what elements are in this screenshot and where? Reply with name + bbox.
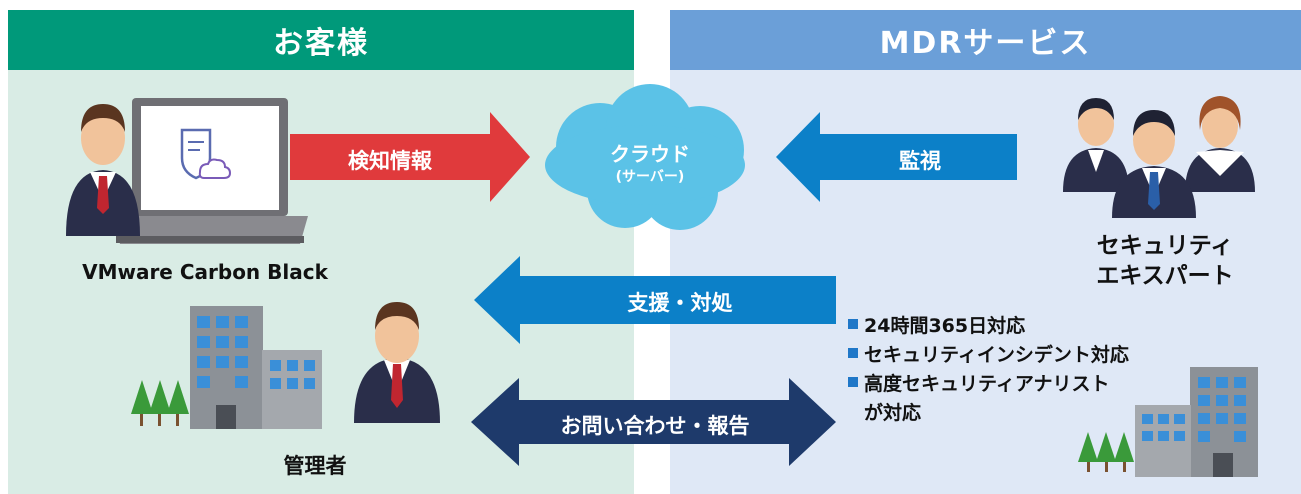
admin-label: 管理者 [283,454,347,478]
feature-item: 高度セキュリティアナリスト [848,369,1129,398]
feature-item-continued: が対応 [864,402,922,424]
bullet-square-icon [848,377,858,387]
cloud-subtitle: (サーバー) [615,169,685,185]
feature-item: セキュリティインシデント対応 [848,340,1129,369]
mdr-building-icon [1135,367,1258,477]
feature-item: 24時間365日対応 [848,311,1129,340]
mdr-trees-icon [1078,432,1134,472]
feature-list: 24時間365日対応 セキュリティインシデント対応 高度セキュリティアナリスト … [848,311,1129,427]
inquiry-arrow [471,378,836,466]
expert-label-line1: セキュリティ [1096,233,1234,259]
support-arrow [474,256,836,344]
customer-building-icon [190,306,322,429]
detect-arrow-label: 検知情報 [348,149,432,173]
customer-title: お客様 [273,26,369,61]
cloud-icon [545,84,745,230]
mdr-title: MDRサービス [879,26,1092,61]
expert-team-icon [1063,96,1255,218]
admin-person-icon [354,302,440,423]
expert-label-line2: エキスパート [1096,263,1234,289]
bullet-square-icon [848,319,858,329]
monitor-arrow [776,112,1017,202]
laptop-icon [112,98,308,244]
detect-arrow [290,112,530,202]
mdr-header: MDRサービス [670,10,1301,70]
bullet-square-icon [848,348,858,358]
customer-trees-icon [131,380,189,426]
cloud-title: クラウド [610,142,690,166]
support-arrow-label: 支援・対処 [627,291,733,315]
inquiry-arrow-label: お問い合わせ・報告 [560,414,750,438]
customer-header: お客様 [8,10,634,70]
customer-person-icon [66,104,140,236]
monitor-arrow-label: 監視 [899,149,941,173]
product-label: VMware Carbon Black [82,260,328,284]
